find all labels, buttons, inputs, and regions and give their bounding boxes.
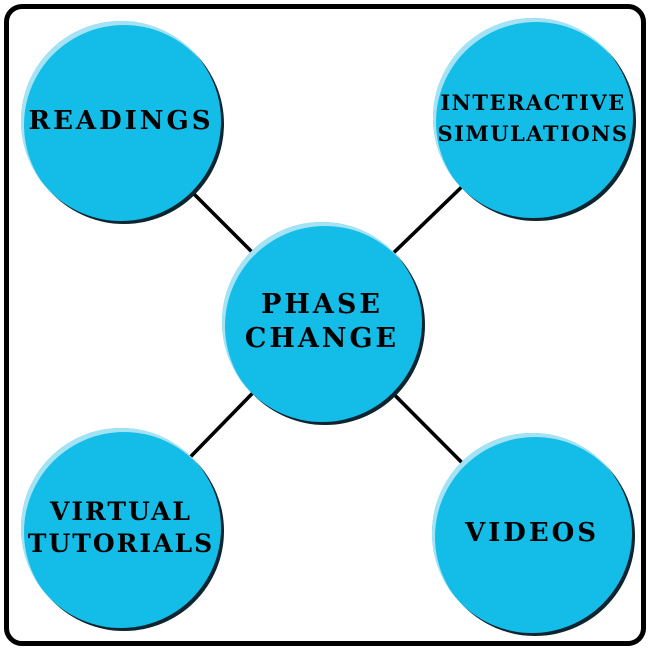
node-videos-label: VIDEOS [464, 518, 600, 548]
node-readings: READINGS [21, 21, 221, 221]
node-virtual-tutorials: VIRTUAL TUTORIALS [21, 428, 221, 628]
diagram-border [4, 4, 646, 646]
node-interactive-simulations: INTERACTIVE SIMULATIONS [433, 18, 633, 218]
node-interactive-simulations-label: INTERACTIVE SIMULATIONS [437, 89, 629, 147]
node-phase-change: PHASE CHANGE [222, 222, 422, 422]
node-readings-label: READINGS [28, 106, 214, 136]
node-phase-change-label: PHASE CHANGE [244, 288, 400, 354]
node-virtual-tutorials-label: VIRTUAL TUTORIALS [27, 497, 215, 558]
node-videos: VIDEOS [432, 433, 632, 633]
